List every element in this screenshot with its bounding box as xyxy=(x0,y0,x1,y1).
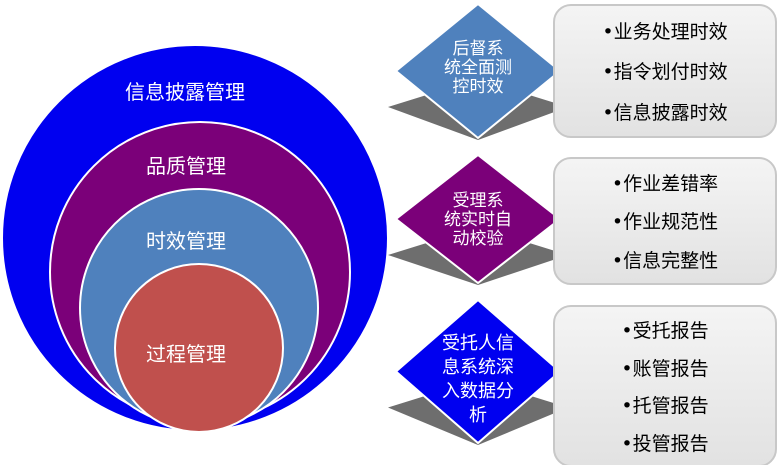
circle-label-inner: 过程管理 xyxy=(146,342,226,366)
circle-inner xyxy=(114,263,284,433)
list-item: •受托报告 xyxy=(621,320,709,343)
list-item: •信息披露时效 xyxy=(602,102,728,125)
diamond-text-2: 受理系统实时自动校验 xyxy=(444,191,512,249)
box-2: •作业差错率 •作业规范性 •信息完整性 xyxy=(553,157,777,285)
list-item: •托管报告 xyxy=(621,395,709,418)
circle-label-outer: 信息披露管理 xyxy=(125,80,245,104)
circle-label-second: 品质管理 xyxy=(146,154,226,178)
box-1: •业务处理时效 •指令划付时效 •信息披露时效 xyxy=(553,4,777,138)
list-item: •投管报告 xyxy=(621,432,709,455)
diamond-3 xyxy=(394,298,562,445)
list-item: •业务处理时效 xyxy=(602,20,728,43)
list-item: •作业规范性 xyxy=(611,211,719,234)
diamond-text-1: 后督系统全面测控时效 xyxy=(444,39,512,97)
list-item: •指令划付时效 xyxy=(602,61,728,84)
diamond-1 xyxy=(394,2,562,140)
box-3: •受托报告 •账管报告 •托管报告 •投管报告 xyxy=(553,305,777,465)
diamond-text-3: 受托人信息系统深入数据分析 xyxy=(442,333,514,426)
list-item: •信息完整性 xyxy=(611,250,719,273)
circle-label-third: 时效管理 xyxy=(146,229,226,253)
list-item: •账管报告 xyxy=(621,357,709,380)
list-item: •作业差错率 xyxy=(611,172,719,195)
diamond-2 xyxy=(394,153,562,285)
